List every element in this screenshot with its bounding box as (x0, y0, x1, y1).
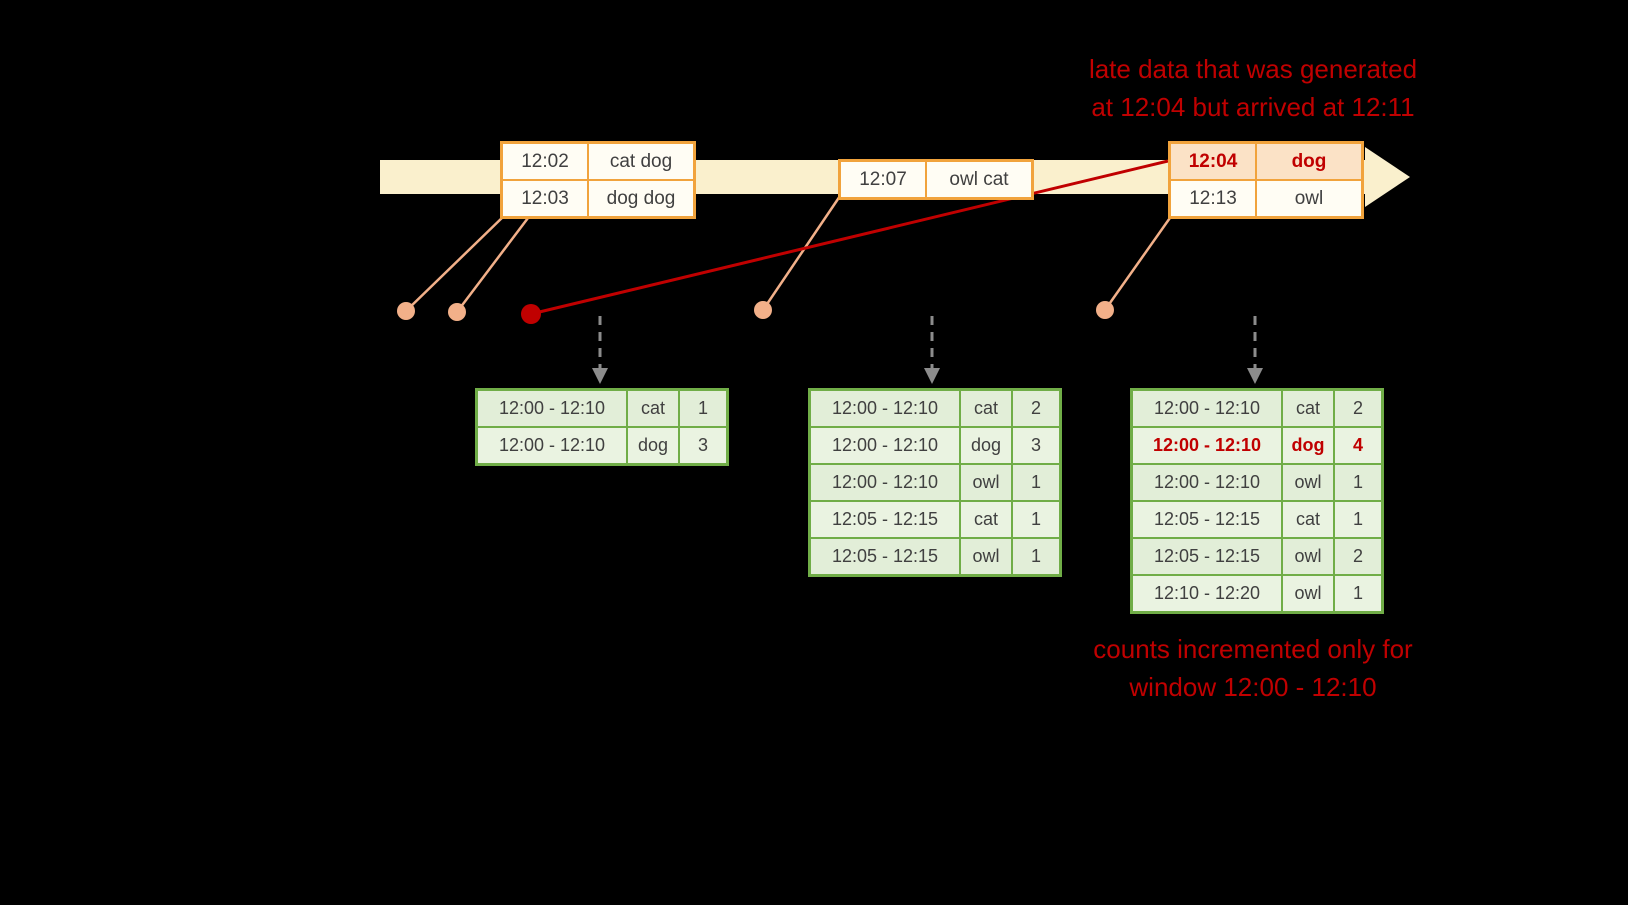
table-cell: 12:05 - 12:15 (810, 538, 960, 575)
table-cell: 12:05 - 12:15 (1132, 538, 1282, 575)
event-dot (397, 302, 415, 320)
trigger-arrow (592, 316, 608, 384)
table-cell: 1 (1334, 575, 1382, 612)
table-cell: dog dog (588, 180, 694, 217)
table-cell: dog (960, 427, 1012, 464)
table-cell: 1 (1334, 501, 1382, 538)
table-cell: dog (1256, 143, 1362, 180)
table-cell: 12:10 - 12:20 (1132, 575, 1282, 612)
connector-line (456, 213, 532, 313)
trigger-arrowhead (592, 368, 608, 384)
event-dot (448, 303, 466, 321)
table-cell: cat (1282, 390, 1334, 427)
table-cell: owl cat (926, 161, 1032, 198)
table-cell: 2 (1334, 390, 1382, 427)
late-data-line (530, 159, 1169, 316)
table-cell: 12:00 - 12:10 (810, 464, 960, 501)
table-cell: owl (960, 464, 1012, 501)
table-cell: cat (960, 390, 1012, 427)
connector-line (761, 195, 842, 311)
timeline-arrowhead (1365, 147, 1410, 207)
table-cell: 12:05 - 12:15 (810, 501, 960, 538)
table-cell: 12:00 - 12:10 (477, 390, 627, 427)
table-cell: 12:02 (502, 143, 588, 180)
table-cell: owl (1256, 180, 1362, 217)
table-cell: 1 (679, 390, 727, 427)
table-cell: 1 (1012, 464, 1060, 501)
late-data-annotation-line1: late data that was generated (1088, 54, 1418, 84)
table-cell: 4 (1334, 427, 1382, 464)
table-cell: 12:13 (1170, 180, 1256, 217)
late-data-annotation: late data that was generated at 12:04 bu… (1013, 50, 1493, 126)
trigger-arrowhead (1247, 368, 1263, 384)
table-cell: cat (960, 501, 1012, 538)
table-cell: 1 (1334, 464, 1382, 501)
table-cell: owl (1282, 575, 1334, 612)
table-cell: 3 (679, 427, 727, 464)
table-cell: 12:00 - 12:10 (1132, 390, 1282, 427)
trigger-arrowhead (924, 368, 940, 384)
counts-note-annotation-line1: counts incremented only for (1093, 634, 1413, 664)
table-cell: 1 (1012, 538, 1060, 575)
table-cell: 12:07 (840, 161, 926, 198)
table-cell: dog (627, 427, 679, 464)
table-cell: 2 (1012, 390, 1060, 427)
table-cell: 12:05 - 12:15 (1132, 501, 1282, 538)
table-cell: 12:00 - 12:10 (1132, 427, 1282, 464)
table-cell: 3 (1012, 427, 1060, 464)
late-event-dot (521, 304, 541, 324)
event-dot (754, 301, 772, 319)
table-cell: 12:00 - 12:10 (810, 390, 960, 427)
table-cell: owl (1282, 464, 1334, 501)
table-cell: 1 (1012, 501, 1060, 538)
trigger-arrow (1247, 316, 1263, 384)
table-cell: dog (1282, 427, 1334, 464)
table-cell: 12:00 - 12:10 (477, 427, 627, 464)
table-cell: owl (1282, 538, 1334, 575)
table-cell: cat dog (588, 143, 694, 180)
trigger-arrow (924, 316, 940, 384)
connector-line (1103, 214, 1174, 311)
table-cell: cat (1282, 501, 1334, 538)
connector-line (405, 213, 507, 312)
table-cell: 12:00 - 12:10 (1132, 464, 1282, 501)
counts-note-annotation-line2: window 12:00 - 12:10 (1129, 672, 1377, 702)
table-cell: 12:03 (502, 180, 588, 217)
event-dot (1096, 301, 1114, 319)
table-cell: 2 (1334, 538, 1382, 575)
table-cell: 12:04 (1170, 143, 1256, 180)
late-data-annotation-line2: at 12:04 but arrived at 12:11 (1091, 92, 1415, 122)
table-cell: 12:00 - 12:10 (810, 427, 960, 464)
table-cell: cat (627, 390, 679, 427)
counts-note-annotation: counts incremented only for window 12:00… (1013, 630, 1493, 706)
table-cell: owl (960, 538, 1012, 575)
